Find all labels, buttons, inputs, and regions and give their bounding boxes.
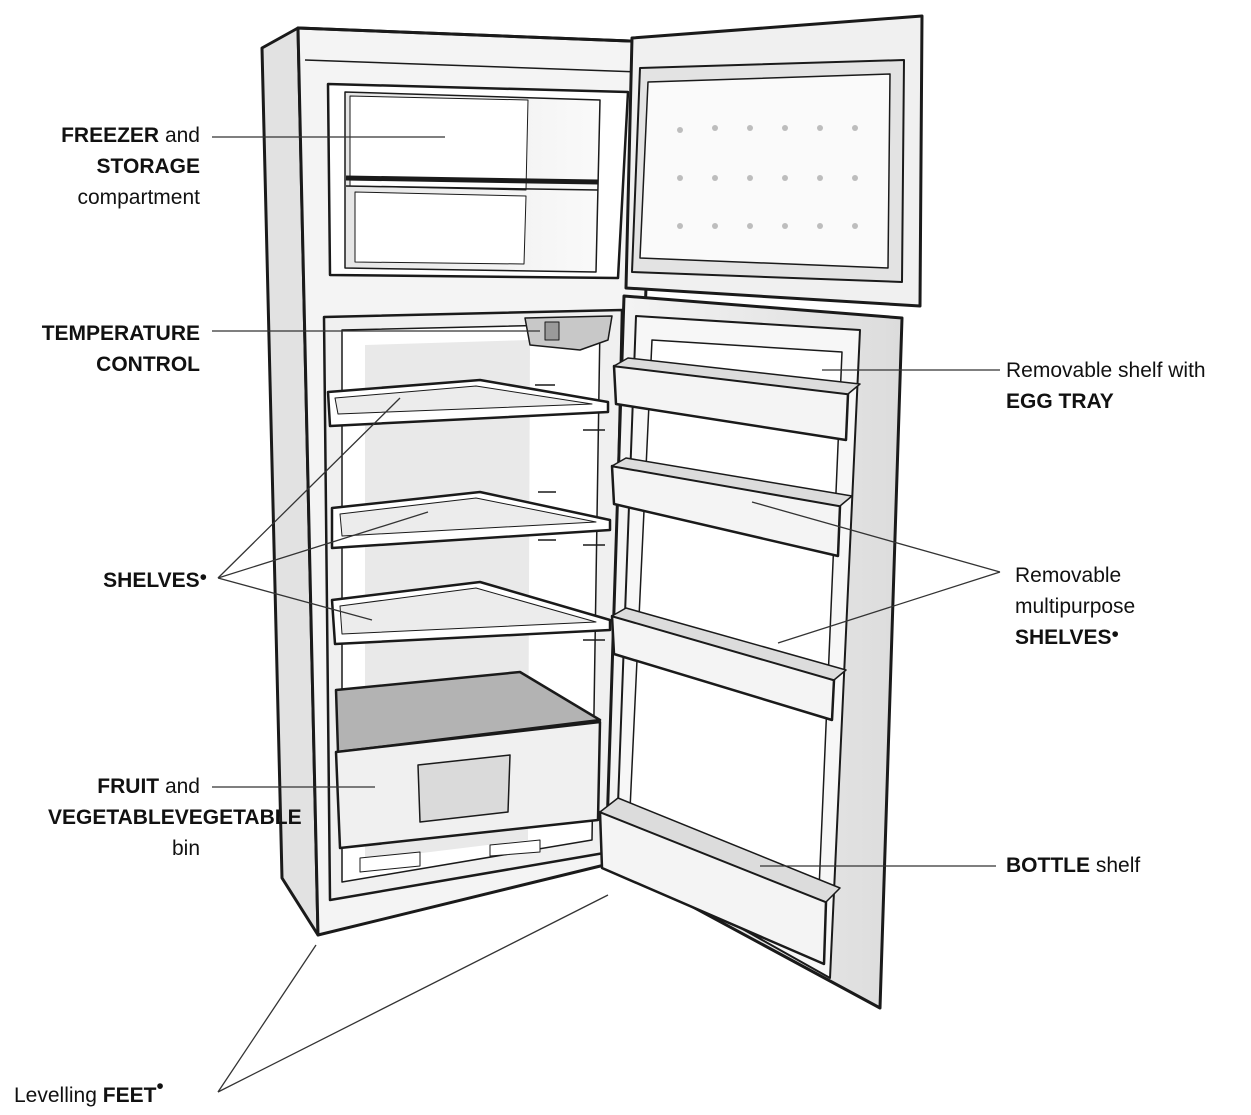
fridge-shelves bbox=[326, 378, 612, 646]
door-shelves bbox=[598, 357, 861, 966]
label-freezer-and: and bbox=[164, 124, 200, 147]
label-feet-bold: FEET bbox=[102, 1084, 157, 1107]
label-freezer-bold: FREEZER bbox=[61, 124, 160, 147]
label-storage-bold: STORAGE bbox=[96, 155, 200, 178]
label-multi-shelves-bold: SHELVES bbox=[1015, 626, 1112, 649]
label-feet-bullet: • bbox=[156, 1075, 164, 1098]
leader-feet-1 bbox=[217, 944, 317, 1093]
leader-feet-2 bbox=[217, 894, 609, 1093]
label-egg-tray-bold: EGG TRAY bbox=[1006, 390, 1114, 413]
label-levelling-feet: Levelling FEET• bbox=[14, 1075, 204, 1111]
label-freezer: FREEZER and STORAGE compartment bbox=[30, 120, 200, 213]
freezer-door bbox=[624, 14, 924, 308]
label-compartment: compartment bbox=[77, 186, 200, 209]
leader-shelves-3 bbox=[217, 577, 373, 621]
label-temperature-control: TEMPERATURE CONTROL bbox=[0, 318, 200, 380]
label-multi-shelves-bullet: • bbox=[1111, 623, 1119, 646]
vegetable-bin bbox=[334, 670, 602, 873]
label-shelves-bold: SHELVES bbox=[103, 569, 200, 592]
label-multipurpose: multipurpose bbox=[1015, 595, 1136, 618]
leader-multi-2 bbox=[777, 571, 1001, 644]
label-shelf: shelf bbox=[1095, 854, 1141, 877]
freezer-compartment bbox=[326, 82, 630, 280]
label-egg-tray: Removable shelf with EGG TRAY bbox=[1006, 355, 1251, 417]
label-control-bold: CONTROL bbox=[96, 353, 200, 376]
label-fruit-vegetable-bin: FRUIT and VEGETABLEVEGETABLE bin bbox=[0, 771, 354, 864]
leader-shelves-2 bbox=[217, 511, 429, 579]
label-temperature-bold: TEMPERATURE bbox=[41, 322, 200, 345]
label-fruit-bold: FRUIT bbox=[97, 775, 160, 798]
label-shelves-bullet: • bbox=[199, 566, 207, 589]
label-shelves: SHELVES• bbox=[60, 565, 207, 596]
label-bottle-shelf: BOTTLE shelf bbox=[1006, 850, 1206, 881]
leader-multi-1 bbox=[751, 501, 1001, 573]
label-removable-shelf-with: Removable shelf with bbox=[1006, 359, 1206, 382]
label-fruit-and: and bbox=[164, 775, 200, 798]
label-bottle-bold: BOTTLE bbox=[1006, 854, 1090, 877]
label-vegetable-bold: VEGETABLEVEGETABLE bbox=[48, 806, 302, 829]
label-levelling: Levelling bbox=[14, 1084, 97, 1107]
label-bin: bin bbox=[171, 837, 200, 860]
label-multipurpose-shelves: Removable multipurpose SHELVES• bbox=[1015, 560, 1215, 653]
leader-lines bbox=[212, 136, 1001, 1093]
leader-shelves-1 bbox=[217, 397, 401, 579]
label-removable: Removable bbox=[1015, 564, 1122, 587]
freezer-door-dimples bbox=[677, 125, 858, 229]
